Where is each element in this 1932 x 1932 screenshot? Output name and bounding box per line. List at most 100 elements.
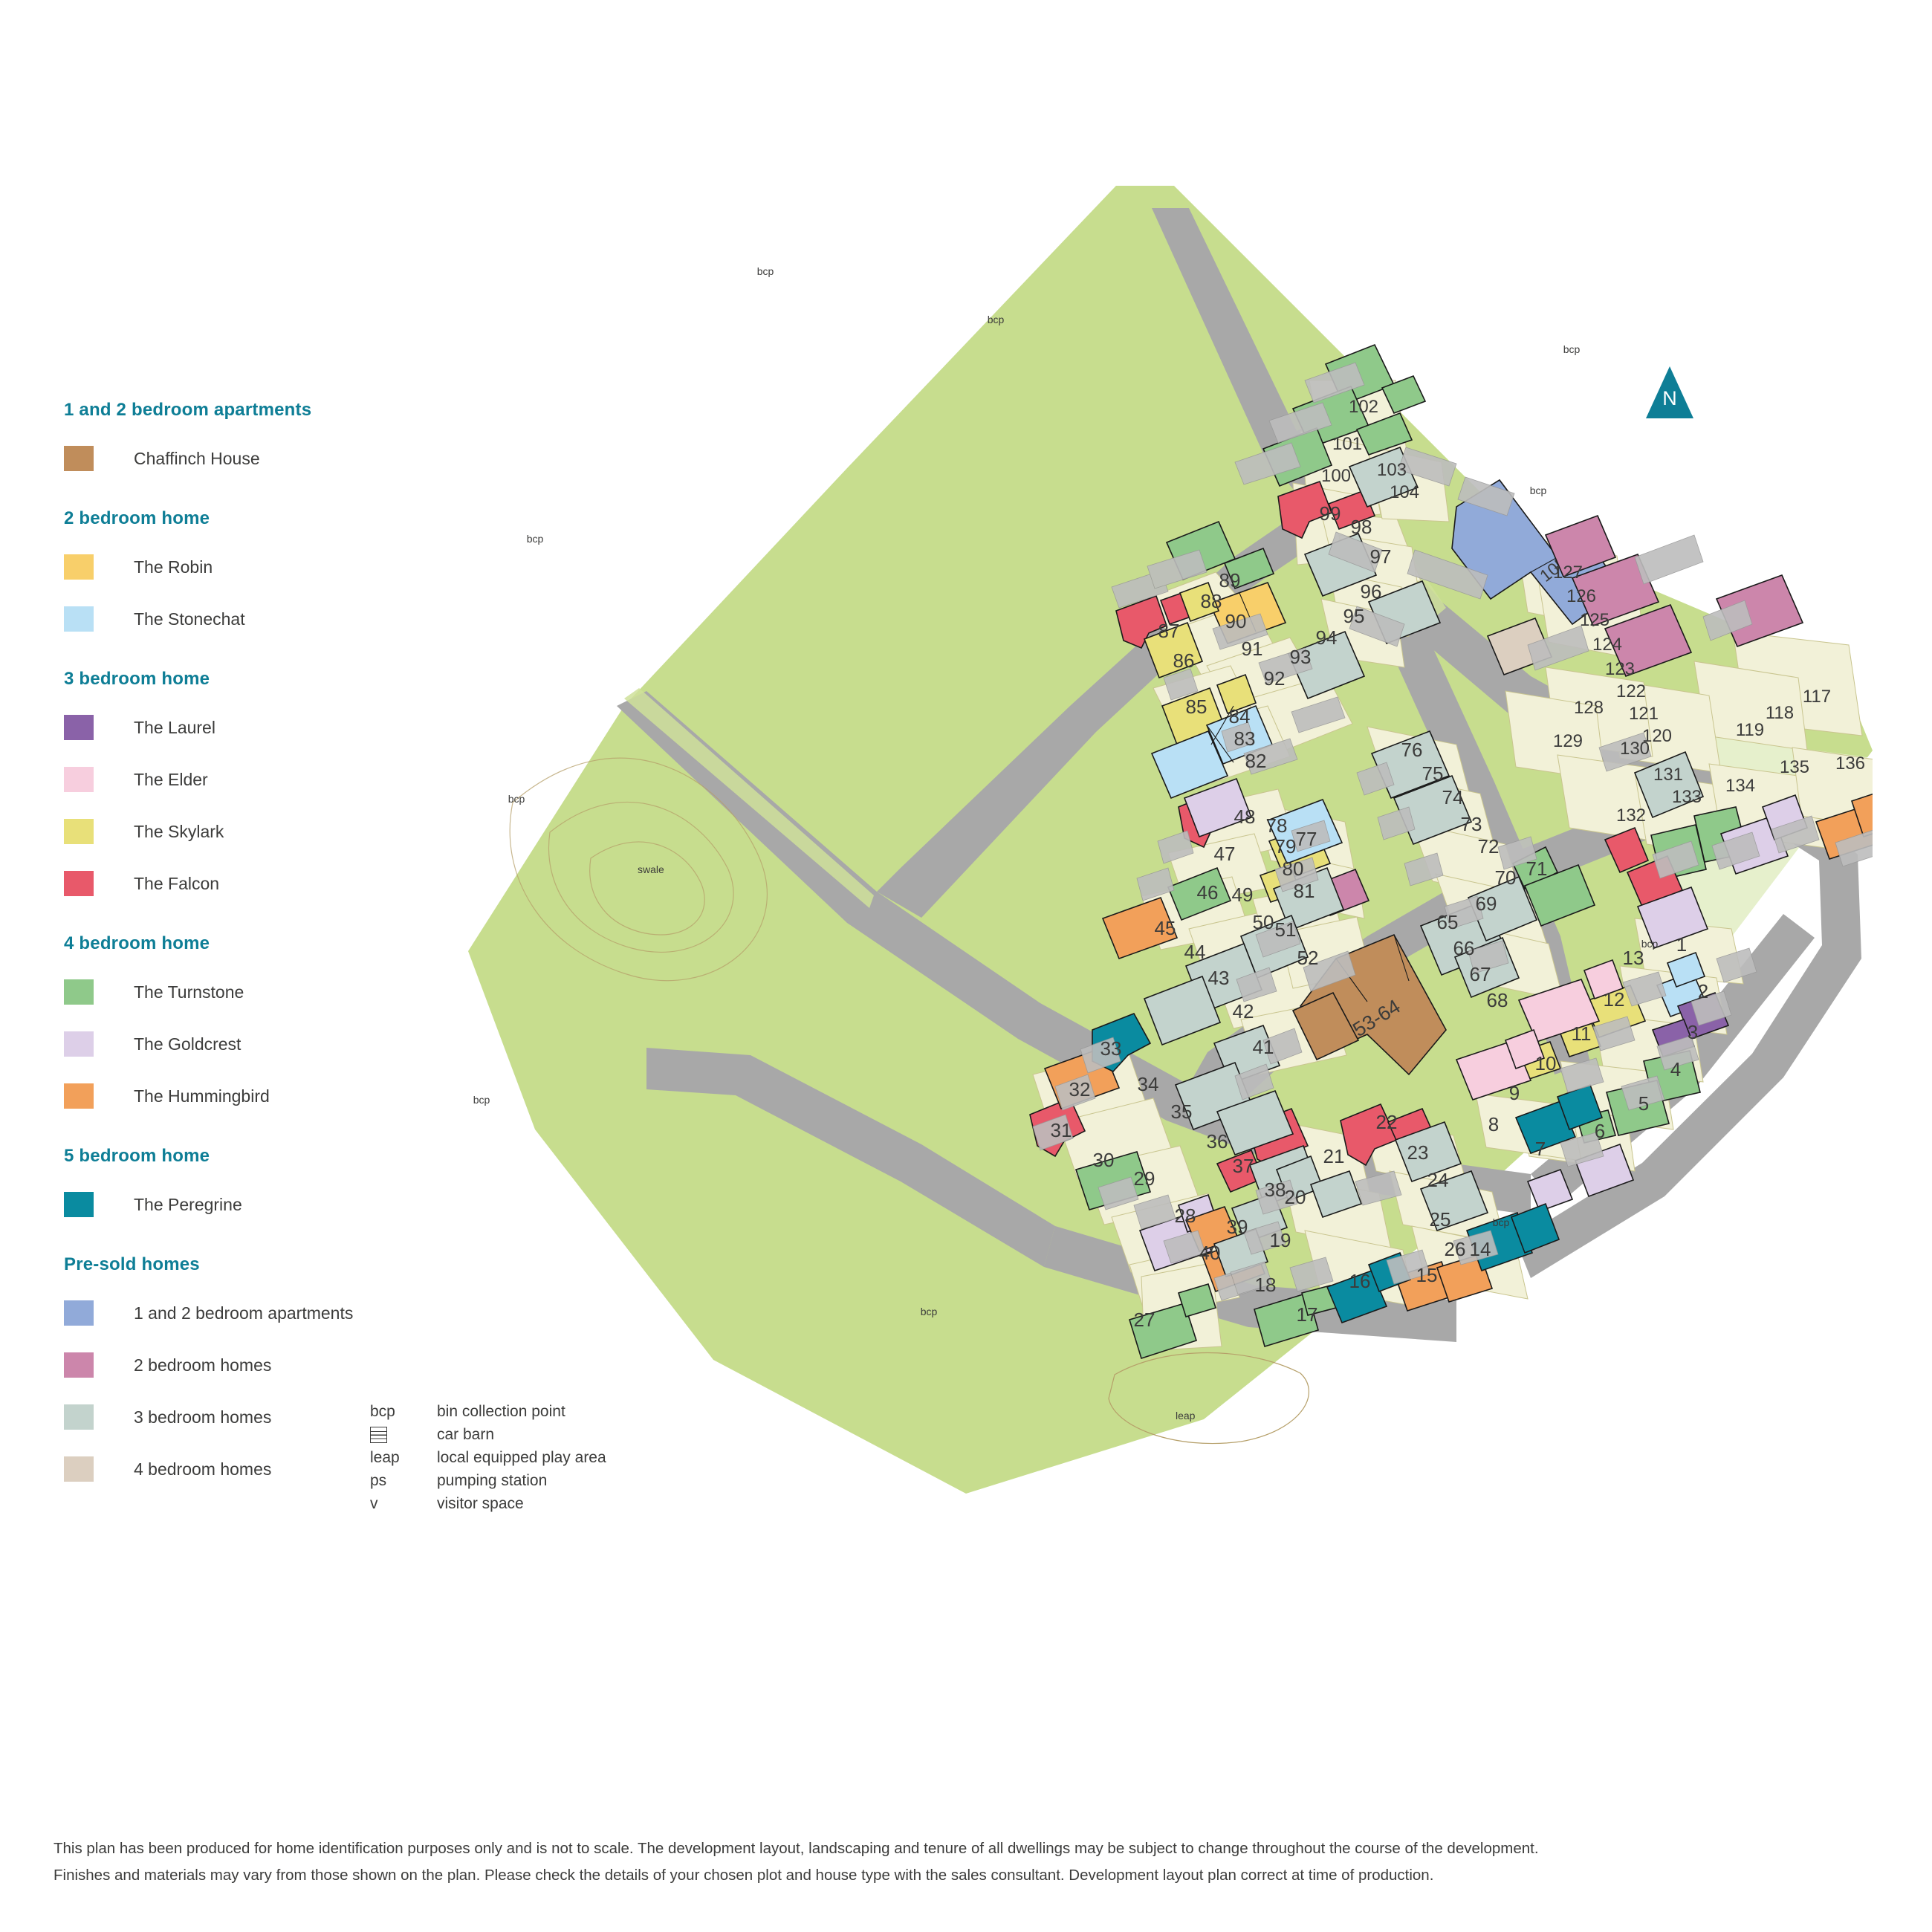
- plot-number-label[interactable]: 99: [1320, 502, 1341, 525]
- plot-number-label[interactable]: 84: [1229, 705, 1251, 727]
- plot-number-label[interactable]: 32: [1069, 1078, 1091, 1100]
- plot-number-label[interactable]: 71: [1526, 858, 1548, 880]
- plot-number-label[interactable]: 35: [1171, 1100, 1193, 1123]
- plot-number-label[interactable]: 132: [1616, 805, 1646, 826]
- plot-number-label[interactable]: 119: [1736, 720, 1764, 740]
- legend-item[interactable]: The Turnstone: [64, 972, 383, 1012]
- plot-number-label[interactable]: 41: [1253, 1036, 1274, 1058]
- plot-number-label[interactable]: 124: [1592, 635, 1622, 655]
- plot-number-label[interactable]: 6: [1595, 1120, 1605, 1142]
- plot-number-label[interactable]: 36: [1207, 1130, 1228, 1153]
- plot-number-label[interactable]: 23: [1407, 1141, 1429, 1164]
- plot-number-label[interactable]: 136: [1835, 753, 1865, 774]
- plot-number-label[interactable]: 3: [1688, 1021, 1698, 1043]
- plot-number-label[interactable]: 38: [1265, 1179, 1286, 1201]
- plot-number-label[interactable]: 75: [1422, 762, 1444, 785]
- plot-number-label[interactable]: 29: [1134, 1167, 1155, 1190]
- plot-number-label[interactable]: 47: [1214, 843, 1236, 865]
- plot-number-label[interactable]: 46: [1197, 881, 1219, 904]
- plot-number-label[interactable]: 44: [1184, 941, 1206, 963]
- plot-number-label[interactable]: 128: [1574, 698, 1604, 718]
- plot-number-label[interactable]: 76: [1401, 739, 1423, 761]
- plot-number-label[interactable]: 78: [1266, 814, 1288, 837]
- plot-number-label[interactable]: 72: [1478, 835, 1500, 858]
- plot-number-label[interactable]: 50: [1253, 911, 1274, 933]
- legend-item[interactable]: The Stonechat: [64, 599, 383, 639]
- plot-number-label[interactable]: 12: [1604, 988, 1625, 1011]
- plot-number-label[interactable]: 121: [1629, 704, 1659, 724]
- legend-item[interactable]: 2 bedroom homes: [64, 1345, 383, 1385]
- plot-number-label[interactable]: 45: [1155, 917, 1176, 939]
- plot-number-label[interactable]: 82: [1245, 750, 1267, 772]
- plot-number-label[interactable]: 117: [1803, 687, 1831, 707]
- plot-number-label[interactable]: 13: [1623, 947, 1644, 969]
- plot-number-label[interactable]: 130: [1620, 739, 1650, 759]
- plot-number-label[interactable]: 9: [1509, 1082, 1520, 1104]
- legend-item[interactable]: The Goldcrest: [64, 1024, 383, 1064]
- plot-number-label[interactable]: 65: [1437, 911, 1459, 933]
- legend-item[interactable]: The Hummingbird: [64, 1076, 383, 1116]
- legend-item[interactable]: 4 bedroom homes: [64, 1449, 383, 1489]
- plot-number-label[interactable]: 26: [1445, 1238, 1466, 1260]
- plot-number-label[interactable]: 34: [1138, 1073, 1159, 1095]
- plot-number-label[interactable]: 77: [1296, 828, 1317, 850]
- plot-number-label[interactable]: 33: [1100, 1037, 1122, 1060]
- plot-number-label[interactable]: 69: [1476, 892, 1497, 915]
- plot-number-label[interactable]: 4: [1670, 1058, 1681, 1080]
- plot-number-label[interactable]: 103: [1377, 460, 1407, 480]
- plot-number-label[interactable]: 42: [1233, 1000, 1254, 1022]
- legend-item[interactable]: The Elder: [64, 759, 383, 800]
- plot-number-label[interactable]: 96: [1361, 580, 1382, 603]
- plot-number-label[interactable]: 43: [1208, 967, 1230, 989]
- plot-number-label[interactable]: 134: [1725, 776, 1755, 796]
- plot-number-label[interactable]: 129: [1553, 731, 1583, 751]
- plot-number-label[interactable]: 90: [1225, 610, 1247, 632]
- plot-number-label[interactable]: 68: [1487, 989, 1508, 1011]
- plot-number-label[interactable]: 21: [1323, 1145, 1345, 1167]
- plot-number-label[interactable]: 14: [1470, 1238, 1491, 1260]
- plot-number-label[interactable]: 31: [1051, 1119, 1072, 1141]
- legend-item[interactable]: 3 bedroom homes: [64, 1397, 383, 1437]
- plot-number-label[interactable]: 20: [1285, 1186, 1306, 1208]
- plot-number-label[interactable]: 37: [1233, 1155, 1254, 1177]
- plot-number-label[interactable]: 120: [1642, 726, 1672, 746]
- plot-number-label[interactable]: 49: [1232, 884, 1254, 906]
- plot-number-label[interactable]: 131: [1653, 765, 1683, 785]
- legend-item[interactable]: Chaffinch House: [64, 438, 383, 479]
- plot-number-label[interactable]: 126: [1566, 586, 1596, 606]
- development-site-map[interactable]: 53-64 105-116: [401, 186, 1873, 1598]
- plot-number-label[interactable]: 94: [1316, 626, 1338, 649]
- legend-item[interactable]: The Robin: [64, 547, 383, 587]
- plot-number-label[interactable]: 52: [1297, 947, 1319, 969]
- plot-number-label[interactable]: 16: [1349, 1270, 1371, 1292]
- plot-number-label[interactable]: 133: [1672, 787, 1702, 807]
- plot-number-label[interactable]: 92: [1264, 667, 1286, 690]
- plot-number-label[interactable]: 22: [1376, 1111, 1398, 1133]
- plot-number-label[interactable]: 18: [1255, 1274, 1277, 1296]
- plot-number-label[interactable]: 127: [1553, 563, 1583, 583]
- plot-number-label[interactable]: 81: [1294, 880, 1315, 902]
- plot-number-label[interactable]: 17: [1297, 1303, 1318, 1326]
- plot-number-label[interactable]: 80: [1283, 858, 1304, 880]
- plot-number-label[interactable]: 89: [1219, 569, 1241, 591]
- plot-number-label[interactable]: 95: [1343, 605, 1365, 627]
- plot-number-label[interactable]: 48: [1234, 805, 1256, 828]
- plot-number-label[interactable]: 27: [1134, 1309, 1155, 1331]
- plot-number-label[interactable]: 2: [1698, 980, 1708, 1002]
- plot-number-label[interactable]: 93: [1290, 646, 1312, 668]
- plot-number-label[interactable]: 83: [1234, 727, 1256, 750]
- plot-number-label[interactable]: 15: [1416, 1264, 1438, 1286]
- plot-number-label[interactable]: 39: [1227, 1216, 1248, 1238]
- plot-number-label[interactable]: 91: [1242, 638, 1263, 660]
- plot-number-label[interactable]: 25: [1430, 1208, 1451, 1231]
- legend-item[interactable]: 1 and 2 bedroom apartments: [64, 1293, 383, 1333]
- plot-number-label[interactable]: 40: [1199, 1242, 1221, 1264]
- plot-number-label[interactable]: 7: [1535, 1138, 1546, 1160]
- plot-number-label[interactable]: 122: [1616, 681, 1646, 701]
- plot-number-label[interactable]: 102: [1349, 397, 1378, 417]
- plot-number-label[interactable]: 24: [1427, 1169, 1449, 1191]
- plot-number-label[interactable]: 30: [1093, 1149, 1115, 1171]
- plot-number-label[interactable]: 100: [1321, 466, 1351, 486]
- plot-number-label[interactable]: 104: [1390, 482, 1419, 502]
- plot-number-label[interactable]: 85: [1186, 696, 1208, 718]
